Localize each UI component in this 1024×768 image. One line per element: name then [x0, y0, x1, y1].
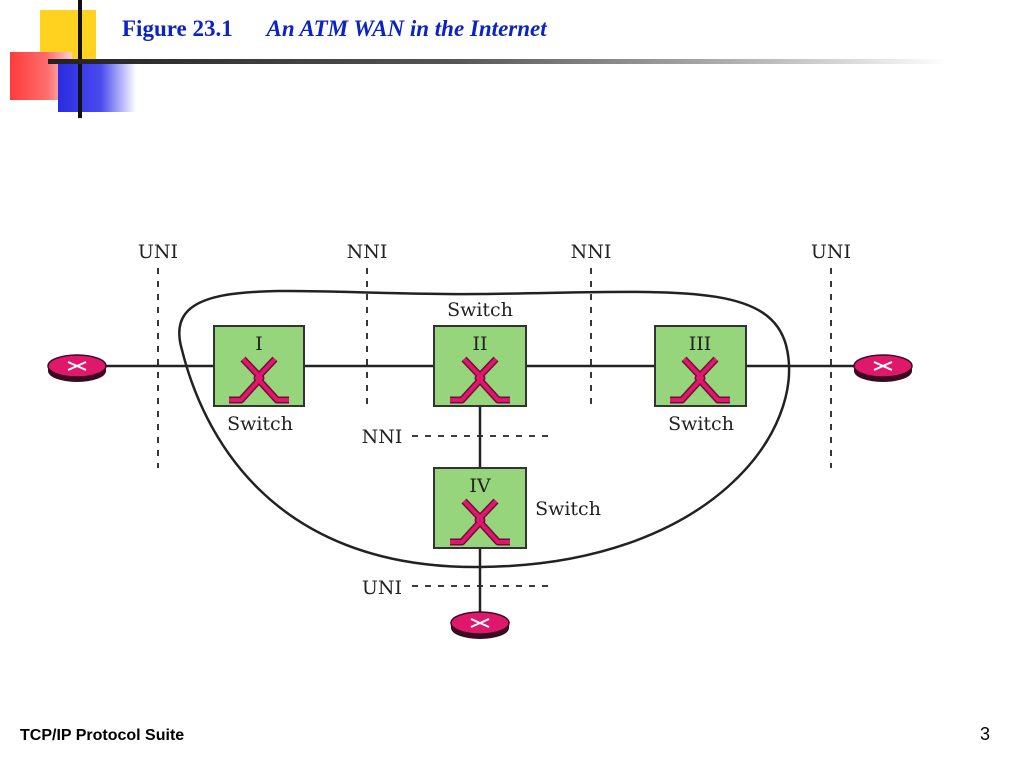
atm-network-boundary — [178, 289, 791, 569]
switch-iii-caption: Switch — [668, 413, 734, 435]
slide-title: Figure 23.1 An ATM WAN in the Internet — [122, 16, 547, 42]
router-endpoint-icon — [47, 354, 107, 383]
router-endpoint-icon — [853, 354, 913, 383]
uni-bottom-label: UNI — [362, 577, 402, 599]
switch-ii-caption: Switch — [447, 299, 513, 321]
switch-i — [213, 325, 305, 407]
page-number: 3 — [980, 724, 991, 744]
switch-i-caption: Switch — [227, 413, 293, 435]
nni-right-label: NNI — [571, 241, 612, 263]
switch-iv — [433, 467, 527, 549]
figure-label: Figure 23.1 — [122, 16, 233, 41]
switch-i-id: I — [255, 333, 263, 355]
decor-blue-square — [58, 62, 136, 112]
switch-ii-id: II — [472, 333, 487, 355]
switch-ii — [433, 325, 527, 407]
decor-title-underline — [48, 59, 948, 64]
footer-text: TCP/IP Protocol Suite — [20, 727, 185, 744]
decor-yellow-square — [40, 10, 96, 60]
router-endpoint-icon — [450, 611, 510, 640]
switch-iii-id: III — [689, 333, 712, 355]
nni-left-label: NNI — [347, 241, 388, 263]
uni-left-label: UNI — [138, 241, 178, 263]
uni-right-label: UNI — [811, 241, 851, 263]
switch-iv-id: IV — [469, 475, 491, 497]
switch-iii — [654, 325, 747, 407]
switch-iv-caption: Switch — [535, 498, 601, 520]
figure-title: An ATM WAN in the Internet — [266, 16, 547, 41]
nni-lower-label: NNI — [362, 426, 403, 448]
